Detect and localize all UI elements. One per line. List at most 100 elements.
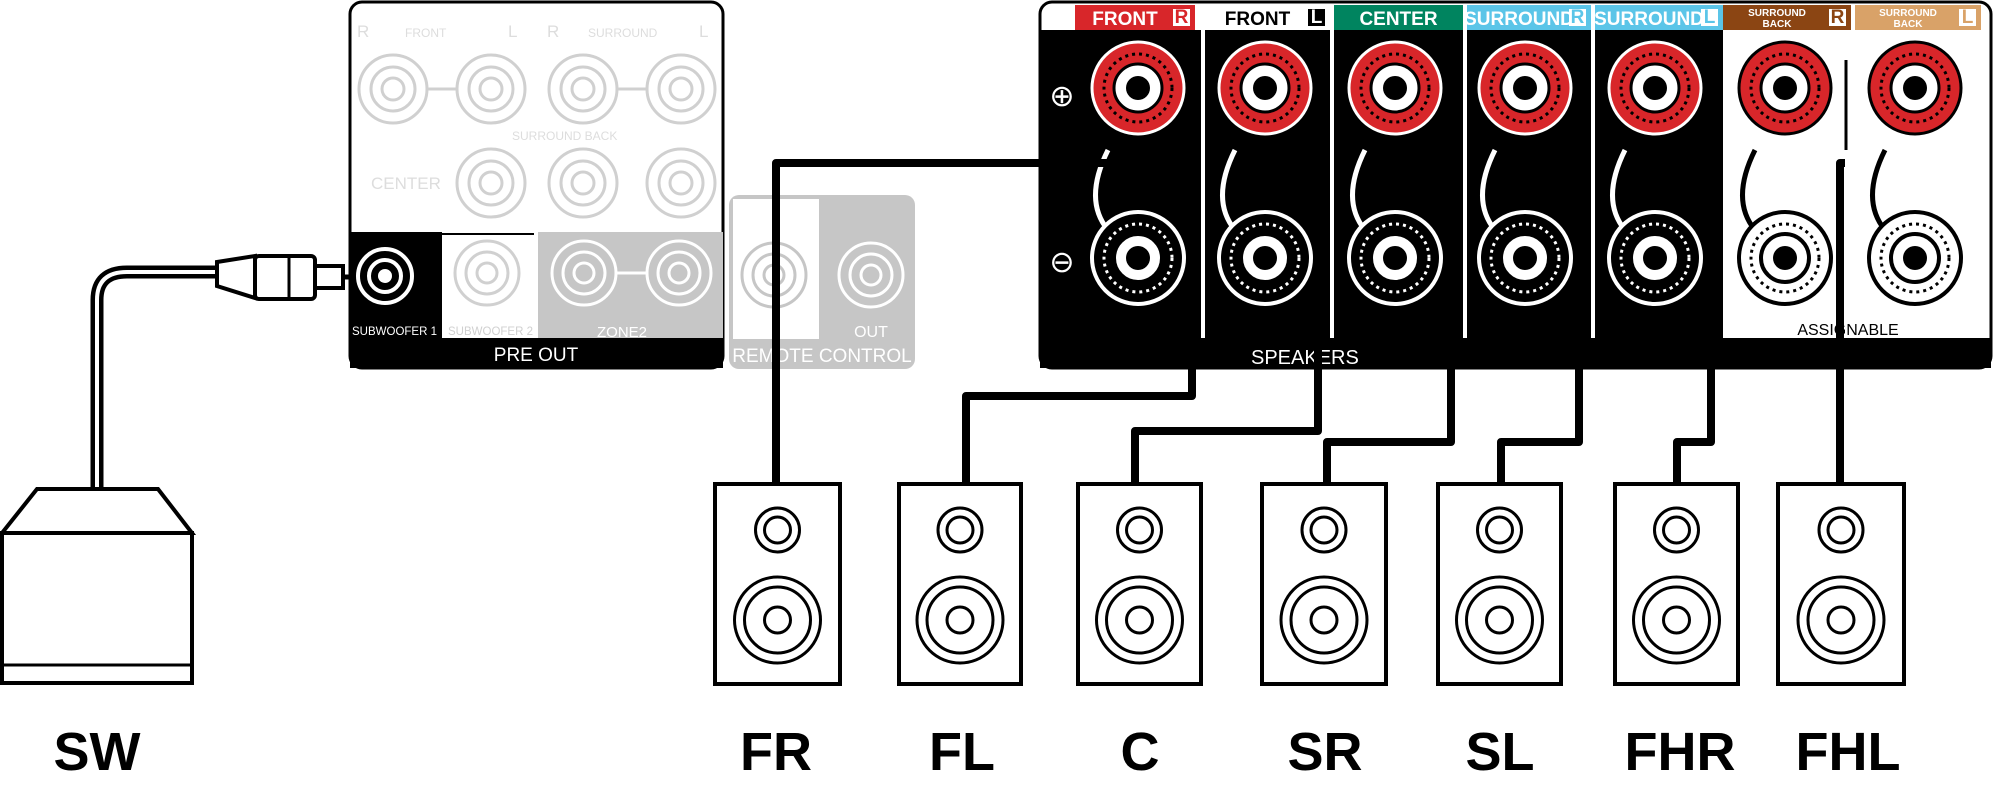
terminal-loop-1 — [1220, 148, 1238, 232]
rca-plug — [253, 254, 317, 301]
pre-out-footer — [350, 338, 723, 368]
woofer-fl — [915, 575, 1005, 665]
channel-side-letter-1: L — [1311, 7, 1323, 28]
speaker-label-c: C — [1121, 722, 1160, 782]
woofer-fhl — [1796, 575, 1886, 665]
remote-out-label: OUT — [854, 324, 888, 341]
channel-header-label-6: SURROUND — [1879, 8, 1937, 19]
cable-fr — [772, 159, 1112, 484]
speaker-box-fhl — [1776, 482, 1906, 686]
pre-out-r2-label: R — [547, 22, 559, 41]
zone2-jacks — [550, 239, 713, 307]
remote-control-footer-label: REMOTE CONTROL — [732, 346, 911, 367]
pre-out-l-label: L — [508, 22, 517, 41]
pre-out-panel: R FRONT L R SURROUND L SURROUND BACK CEN… — [348, 0, 725, 370]
speaker-cables — [772, 159, 1845, 484]
speaker-box-fhr — [1613, 482, 1740, 686]
cable-fhl — [1836, 159, 1845, 484]
subwoofer1-jack — [356, 247, 414, 305]
channel-header-label-0: FRONT — [1092, 9, 1158, 30]
channel-side-badge-6 — [1959, 9, 1976, 26]
remote-control-panel: OUT REMOTE CONTROL — [729, 195, 915, 369]
terminal-loop-5 — [1740, 148, 1758, 232]
subwoofer1-label: SUBWOOFER 1 — [352, 326, 437, 338]
speaker-box-fr — [713, 482, 842, 686]
channel-side-badge-3 — [1569, 9, 1586, 26]
channel-side-letter-0: R — [1175, 7, 1189, 28]
channel-header-label-5: SURROUND — [1748, 8, 1806, 19]
terminal-loop-4 — [1610, 148, 1628, 232]
tweeter-sl — [1476, 506, 1523, 554]
channel-header-1: FRONT L — [1205, 5, 1330, 30]
subwoofer2-label: SUBWOOFER 2 — [448, 326, 533, 338]
pre-out-footer-label: PRE OUT — [494, 345, 579, 366]
channel-header-label-3: SURROUND — [1464, 9, 1574, 30]
speakers-footer-label: SPEAKERS — [1251, 347, 1359, 369]
center-jack — [455, 147, 527, 219]
channel-side-badge-0 — [1173, 9, 1190, 26]
channel-header-label-1: FRONT — [1225, 9, 1291, 30]
speaker-boxes — [713, 482, 1906, 686]
speaker-label-fhl: FHL — [1796, 722, 1901, 782]
tweeter-fhl — [1817, 506, 1865, 554]
remote-out-jack — [837, 241, 905, 309]
speaker-label-sl: SL — [1465, 722, 1534, 782]
minus-icon: ⊖ — [1049, 246, 1074, 279]
channel-header-label-line2-6: BACK — [1894, 19, 1924, 30]
pre-out-center-label: CENTER — [371, 174, 441, 193]
cable-fl — [962, 159, 1197, 484]
woofer-c — [1095, 575, 1184, 665]
terminal-pair-6 — [1867, 40, 1963, 306]
cable-c — [1131, 159, 1323, 484]
terminal-loop-3 — [1480, 148, 1498, 232]
channel-header-2: CENTER — [1334, 5, 1463, 30]
subwoofer2-jack — [453, 239, 521, 307]
speaker-box-sr — [1260, 482, 1388, 686]
speaker-box-c — [1076, 482, 1203, 686]
channel-header-label-2: CENTER — [1359, 9, 1437, 30]
pre-out-jacks — [357, 53, 717, 219]
subwoofer-box — [0, 487, 197, 685]
speaker-label-sw: SW — [54, 722, 141, 782]
speaker-label-fr: FR — [740, 722, 812, 782]
channel-side-badge-1 — [1308, 9, 1325, 26]
cable-sr — [1323, 159, 1456, 484]
terminal-loop-2 — [1350, 148, 1368, 232]
pre-out-surround-label: SURROUND — [588, 26, 658, 40]
pre-out-r-label: R — [357, 22, 369, 41]
tweeter-c — [1116, 506, 1163, 554]
cable-fhr — [1673, 159, 1716, 484]
speaker-box-fl — [897, 482, 1023, 686]
terminal-loop-6 — [1870, 148, 1888, 232]
speaker-label-fl: FL — [929, 722, 995, 782]
terminal-pair-2 — [1347, 40, 1443, 306]
pre-out-front-label: FRONT — [405, 26, 447, 40]
terminal-pair-1 — [1217, 40, 1313, 306]
channel-header-label-line2-5: BACK — [1763, 19, 1793, 30]
terminal-pair-5 — [1737, 40, 1833, 306]
channel-side-badge-4 — [1701, 9, 1718, 26]
cable-sl — [1497, 159, 1584, 484]
assignable-label: ASSIGNABLE — [1797, 322, 1898, 339]
rca-plug-boot — [215, 253, 257, 301]
channel-side-letter-4: L — [1704, 7, 1716, 28]
channel-header-label-4: SURROUND — [1594, 9, 1704, 30]
tweeter-fl — [936, 506, 984, 554]
speaker-label-sr: SR — [1287, 722, 1362, 782]
channel-side-letter-5: R — [1831, 7, 1845, 28]
zone2-block — [538, 232, 723, 338]
pre-out-l2-label: L — [699, 22, 708, 41]
woofer-sr — [1279, 575, 1369, 665]
channel-side-letter-3: R — [1571, 7, 1585, 28]
tweeter-fr — [754, 506, 801, 554]
tweeter-sr — [1300, 506, 1348, 554]
channel-side-letter-6: L — [1962, 7, 1974, 28]
speakers-footer — [1040, 338, 1723, 368]
terminal-pair-4 — [1607, 40, 1703, 306]
